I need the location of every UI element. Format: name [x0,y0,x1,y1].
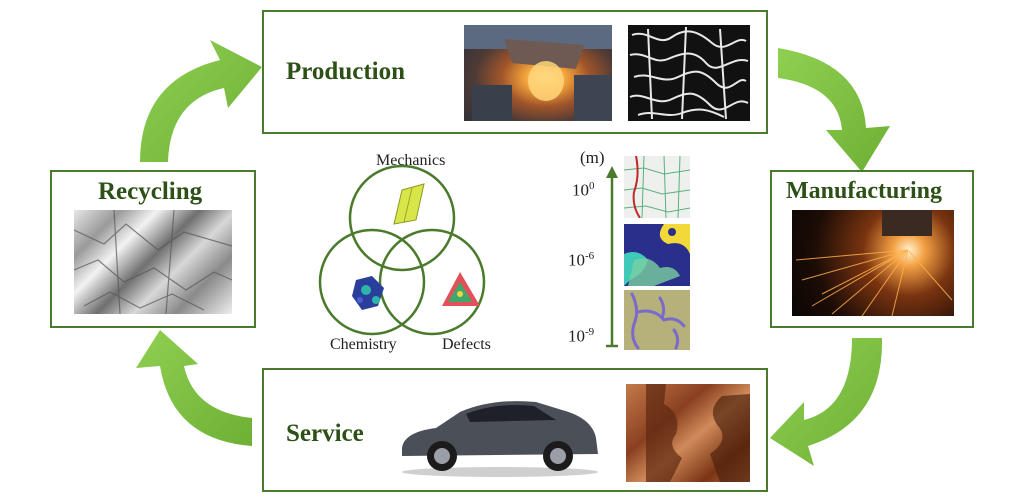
recycling-label: Recycling [98,178,203,205]
venn-circle-defects [378,228,486,336]
phase-field-image [624,224,690,286]
grain-network-image [624,156,690,218]
scale-tick-0-exp: 0 [589,180,595,192]
venn-label-defects: Defects [442,336,491,353]
scale-tick-1-base: 10 [568,250,585,270]
microstructure-photo [628,25,750,121]
dislocation-image [624,290,690,350]
arrow-production-to-manufacturing [778,48,890,172]
rusty-gears-photo [626,384,750,482]
crumpled-foil-photo [74,210,232,314]
grain-network-illustration [624,156,690,218]
recycling-box: Recycling [50,170,256,328]
arrow-recycling-to-production [140,40,262,162]
scale-tick-1-exp: -6 [585,250,595,262]
dislocation-illustration [630,292,686,350]
car-illustration [402,401,598,477]
phase-field-illustration [624,224,690,286]
scale-tick-2-base: 10 [568,326,585,346]
venn-circle-mechanics [348,164,456,272]
scale-unit: (m) [580,148,605,167]
venn-circle-chemistry [318,228,426,336]
scale-tick-2: 10-9 [568,326,594,347]
service-box: Service [262,368,768,492]
furnace-illustration [464,25,612,121]
chemistry-inset [352,276,384,310]
furnace-photo [464,25,612,121]
manufacturing-box: Manufacturing [770,170,974,328]
laser-sparks-photo [792,210,954,316]
scale-tick-0-base: 10 [572,180,589,200]
scale-tick-0: 100 [572,180,595,201]
defects-inset [442,272,480,306]
service-label: Service [286,420,364,447]
scale-tick-2-exp: -9 [585,326,595,338]
microstructure-illustration [629,26,749,120]
sparks-illustration [795,210,953,316]
foil-illustration [74,210,232,314]
car-photo [396,388,602,480]
manufacturing-label: Manufacturing [786,178,942,204]
production-label: Production [286,58,405,85]
mechanics-inset [393,183,425,225]
arrow-service-to-recycling [136,330,252,446]
gears-illustration [646,384,750,482]
venn-label-mechanics: Mechanics [376,152,446,169]
arrow-manufacturing-to-service [770,338,883,466]
scale-tick-1: 10-6 [568,250,594,271]
venn-label-chemistry: Chemistry [330,336,397,353]
production-box: Production [262,10,768,134]
